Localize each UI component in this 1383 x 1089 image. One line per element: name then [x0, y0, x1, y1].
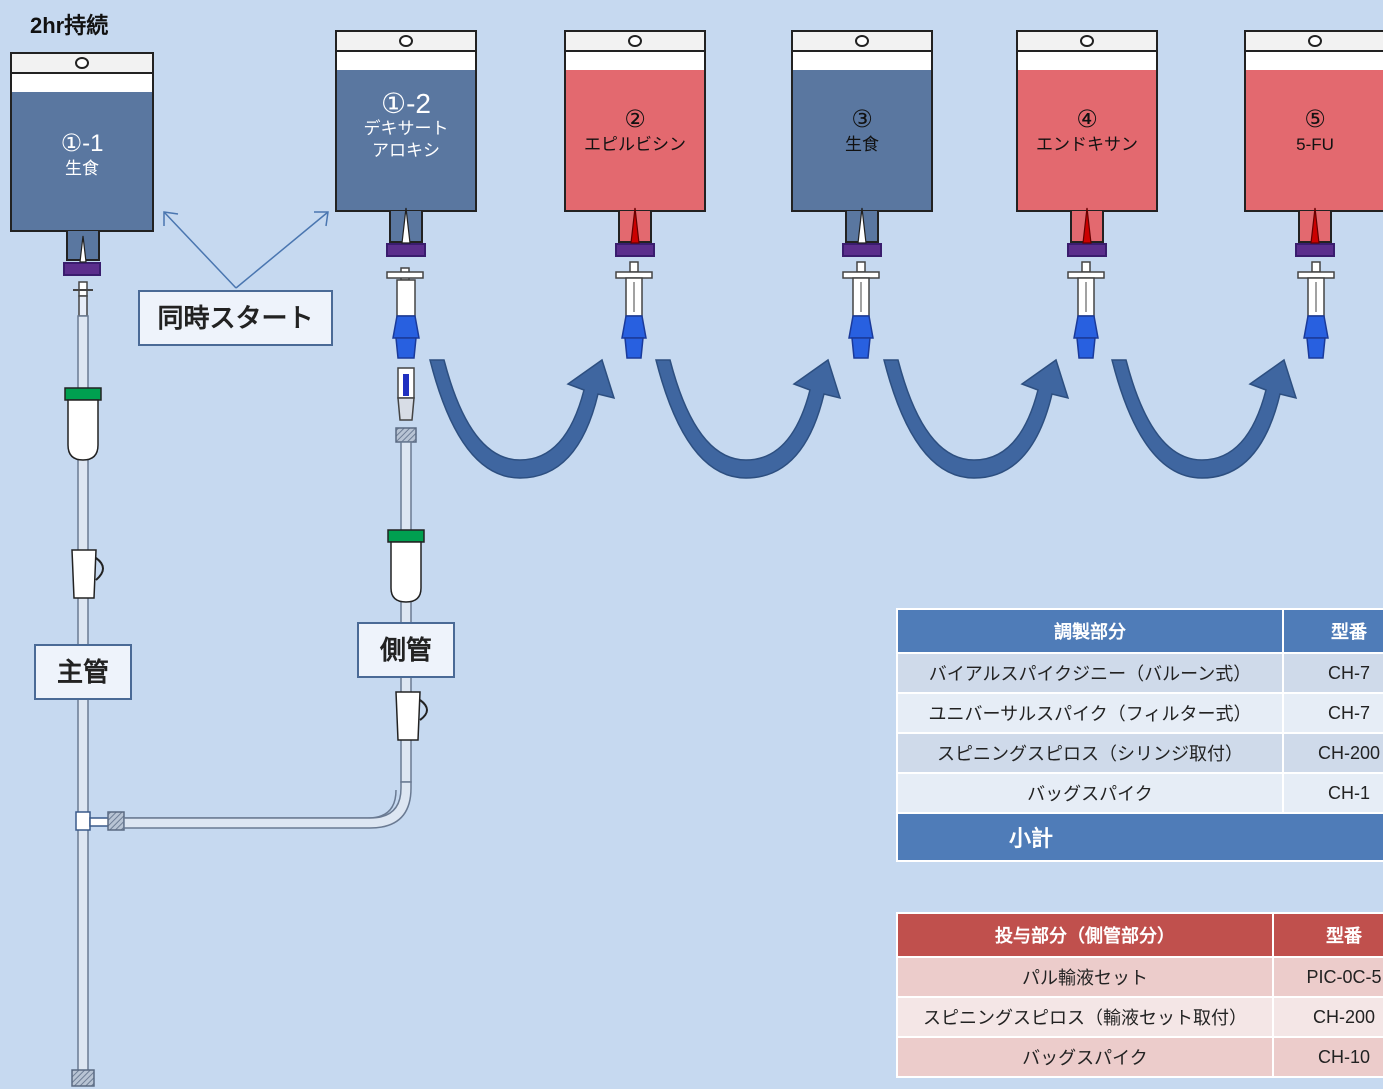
bag-label-line2: アロキシ	[372, 141, 440, 160]
table-cell-part: スピニングスピロス（シリンジ取付）	[896, 732, 1284, 774]
bag-port	[63, 262, 101, 276]
table-cell-model: PIC-0C-5	[1272, 956, 1383, 998]
spike-set-2	[615, 261, 653, 359]
roller-clamp-side	[395, 691, 428, 741]
table-header-part: 調製部分	[896, 608, 1284, 654]
table-cell-model: CH-200	[1282, 732, 1383, 774]
bag-label: 生食	[65, 159, 99, 178]
transfer-arrow-1	[429, 358, 616, 479]
bag-hanger	[1244, 30, 1383, 52]
table-cell-model: CH-200	[1272, 996, 1383, 1038]
spike-needles	[79, 207, 1320, 263]
table-row: バイアルスパイクジニー（バルーン式） CH-7	[896, 652, 1383, 694]
simultaneous-pointers	[163, 211, 329, 289]
bag-number: ②	[624, 106, 646, 133]
bag-hanger	[791, 30, 933, 52]
bag-label: エンドキサン	[1036, 135, 1138, 154]
bag-hanger	[1016, 30, 1158, 52]
bag-1-2: ①-2 デキサート アロキシ	[335, 30, 477, 212]
side-tube	[123, 267, 424, 829]
continuous-label: 2hr持続	[30, 13, 109, 38]
bag-hanger	[10, 52, 154, 74]
table-row: バッグスパイク CH-1	[896, 772, 1383, 814]
table-cell-part: スピニングスピロス（輸液セット取付）	[896, 996, 1274, 1038]
table-cell-model: CH-7	[1282, 692, 1383, 734]
bag-2: ② エピルビシン	[564, 30, 706, 212]
table-row: スピニングスピロス（輸液セット取付） CH-200	[896, 996, 1383, 1038]
bag-number: ①-1	[60, 130, 104, 157]
transfer-arrow-4	[1111, 358, 1298, 479]
subtotal-row: 小計	[896, 812, 1383, 862]
bag-label: 5-FU	[1296, 135, 1334, 154]
table-header-model: 型番	[1272, 912, 1383, 958]
main-line-label: 主管	[34, 644, 132, 700]
table-row: パル輸液セット PIC-0C-5	[896, 956, 1383, 998]
preparation-table: 調製部分 型番 バイアルスパイクジニー（バルーン式） CH-7 ユニバーサルスパ…	[896, 608, 1383, 862]
transfer-arrow-3	[883, 358, 1070, 479]
roller-clamp-main	[71, 549, 104, 599]
bag-5: ⑤ 5-FU	[1244, 30, 1383, 212]
bag-port	[1067, 243, 1107, 257]
table-row: バッグスパイク CH-10	[896, 1036, 1383, 1078]
administration-table: 投与部分（側管部分） 型番 パル輸液セット PIC-0C-5 スピニングスピロス…	[896, 912, 1383, 1078]
bag-label: 生食	[845, 135, 879, 154]
drip-chamber-side	[387, 529, 425, 603]
table-cell-model: CH-10	[1272, 1036, 1383, 1078]
bag-number: ③	[851, 106, 873, 133]
table-cell-part: バッグスパイク	[896, 1036, 1274, 1078]
bag-hanger	[335, 30, 477, 52]
bag-port	[842, 243, 882, 257]
bag-label-line1: デキサート	[363, 119, 449, 138]
side-line-label: 側管	[357, 622, 455, 678]
simultaneous-start-label: 同時スタート	[138, 290, 333, 346]
spike-set-3	[842, 261, 880, 359]
bag-port	[1295, 243, 1335, 257]
bag-number: ⑤	[1304, 106, 1326, 133]
drip-chamber-main	[64, 387, 102, 461]
table-cell-part: バイアルスパイクジニー（バルーン式）	[896, 652, 1284, 694]
bag-hanger	[564, 30, 706, 52]
table-row: ユニバーサルスパイク（フィルター式） CH-7	[896, 692, 1383, 734]
bag-number: ④	[1076, 106, 1098, 133]
spike-set-5	[1297, 261, 1335, 359]
y-connector	[75, 811, 125, 831]
bag-3: ③ 生食	[791, 30, 933, 212]
table-row: スピニングスピロス（シリンジ取付） CH-200	[896, 732, 1383, 774]
spike-set-4	[1067, 261, 1105, 359]
bag-label: エピルビシン	[584, 135, 686, 154]
bag-number: ①-2	[381, 88, 431, 119]
bag-1-1: ①-1 生食	[10, 52, 154, 232]
table-cell-part: パル輸液セット	[896, 956, 1274, 998]
bag-port	[386, 243, 426, 257]
table-header-model: 型番	[1282, 608, 1383, 654]
table-cell-part: ユニバーサルスパイク（フィルター式）	[896, 692, 1284, 734]
bag-4: ④ エンドキサン	[1016, 30, 1158, 212]
table-header-part: 投与部分（側管部分）	[896, 912, 1274, 958]
table-cell-model: CH-7	[1282, 652, 1383, 694]
bag-port	[615, 243, 655, 257]
transfer-arrow-2	[655, 358, 842, 479]
table-cell-part: バッグスパイク	[896, 772, 1284, 814]
table-cell-model: CH-1	[1282, 772, 1383, 814]
